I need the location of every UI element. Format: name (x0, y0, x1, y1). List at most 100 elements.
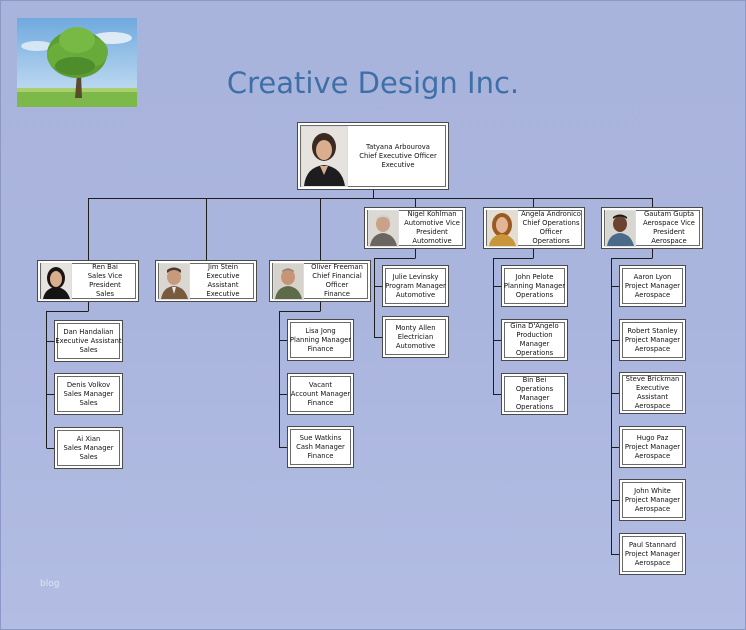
org-node-gina-dangelo[interactable]: Gina D'Angelo Production Manager Operati… (501, 319, 568, 361)
person-photo (368, 209, 399, 247)
org-node-oliver-freeman[interactable]: Oliver Freeman Chief Financial Officer F… (269, 260, 371, 302)
person-name: Monty Allen (395, 323, 436, 332)
org-node-robert-stanley[interactable]: Robert Stanley Project Manager Aerospace (619, 319, 686, 361)
person-name: Lisa Jong (305, 326, 336, 335)
person-dept: Sales (79, 345, 98, 354)
person-role: Planning Manager (289, 335, 352, 344)
person-role: Project Manager (624, 442, 681, 451)
org-node-john-pelote[interactable]: John Pelote Planning Manager Operations (501, 265, 568, 307)
person-photo (301, 125, 348, 187)
person-photo (41, 262, 72, 300)
person-name: Gina D'Angelo (510, 322, 559, 330)
person-dept: Aerospace (634, 344, 671, 353)
person-name: Oliver Freeman (311, 263, 363, 271)
person-photo (605, 209, 636, 247)
org-node-vacant[interactable]: Vacant Account Manager Finance (287, 373, 354, 415)
org-node-aaron-lyon[interactable]: Aaron Lyon Project Manager Aerospace (619, 265, 686, 307)
person-role: Electrician (397, 332, 434, 341)
person-role: Sales Manager (63, 389, 114, 398)
person-dept: Aerospace (634, 504, 671, 513)
person-role: Project Manager (624, 281, 681, 290)
person-name: Hugo Paz (636, 433, 669, 442)
org-node-bin-bei[interactable]: Bin Bei Operations Manager Operations (501, 373, 568, 415)
person-dept: Aerospace (651, 237, 687, 245)
person-role: Chief Operations Officer (522, 219, 580, 236)
person-name: Dan Handalian (63, 327, 114, 336)
person-name: John Pelote (515, 272, 554, 281)
person-name: Jim Stein (207, 263, 239, 271)
person-role: Planning Manager (503, 281, 566, 290)
person-dept: Finance (307, 344, 334, 353)
person-name: Angela Andronico (521, 210, 581, 218)
org-node-julie-levinsky[interactable]: Julie Levinsky Program Manager Automotiv… (382, 265, 449, 307)
person-photo (487, 209, 518, 247)
person-name: Aaron Lyon (633, 272, 672, 281)
tree-logo-image (17, 18, 137, 107)
org-node-monty-allen[interactable]: Monty Allen Electrician Automotive (382, 316, 449, 358)
org-node-paul-stannard[interactable]: Paul Stannard Project Manager Aerospace (619, 533, 686, 575)
person-role: Executive Assistant (55, 336, 122, 345)
person-role: Executive Assistant (206, 272, 240, 289)
person-role: Chief Financial Officer (312, 272, 362, 289)
org-node-angela-andronico[interactable]: Angela Andronico Chief Operations Office… (483, 207, 585, 249)
person-dept: Executive (381, 160, 415, 169)
person-name: Paul Stannard (628, 540, 677, 549)
org-node-gautam-gupta[interactable]: Gautam Gupta Aerospace Vice President Ae… (601, 207, 703, 249)
person-name: John White (634, 486, 671, 495)
org-node-lisa-jong[interactable]: Lisa Jong Planning Manager Finance (287, 319, 354, 361)
org-node-nigel-kohlman[interactable]: Nigel Kohlman Automotive Vice President … (364, 207, 466, 249)
person-dept: Operations (515, 403, 554, 411)
person-dept: Sales (95, 290, 115, 298)
person-role: Operations Manager (515, 385, 554, 402)
person-photo (273, 262, 304, 300)
person-role: Cash Manager (296, 442, 345, 451)
org-node-hugo-paz[interactable]: Hugo Paz Project Manager Aerospace (619, 426, 686, 468)
org-node-steve-brickman[interactable]: Steve Brickman Executive Assistant Aeros… (619, 372, 686, 414)
org-node-jim-stein[interactable]: Jim Stein Executive Assistant Executive (155, 260, 257, 302)
person-name: Bin Bei (522, 376, 547, 384)
person-role: Production Manager (516, 331, 553, 348)
org-node-denis-volkov[interactable]: Denis Volkov Sales Manager Sales (54, 373, 123, 415)
person-name: Gautam Gupta (643, 210, 695, 218)
org-node-ren-bai[interactable]: Ren Bai Sales Vice President Sales (37, 260, 139, 302)
person-name: Denis Volkov (66, 380, 111, 389)
person-name: Steve Brickman (625, 375, 680, 383)
org-node-ceo[interactable]: Tatyana Arbourova Chief Executive Office… (297, 122, 449, 190)
person-role: Sales Vice President (87, 272, 123, 289)
person-role: Automotive Vice President (404, 219, 460, 236)
person-dept: Operations (532, 237, 570, 245)
person-dept: Automotive (412, 237, 452, 245)
person-role: Project Manager (624, 495, 681, 504)
org-node-dan-handalian[interactable]: Dan Handalian Executive Assistant Sales (54, 320, 123, 362)
person-role: Project Manager (624, 335, 681, 344)
page-title: Creative Design Inc. (226, 66, 520, 100)
person-dept: Sales (79, 398, 98, 407)
person-name: Tatyana Arbourova (366, 142, 430, 151)
person-name: Julie Levinsky (392, 272, 439, 281)
person-dept: Executive (206, 290, 240, 298)
person-name: Vacant (308, 380, 333, 389)
person-dept: Automotive (395, 290, 436, 299)
person-name: Ren Bai (92, 263, 118, 271)
person-name: Nigel Kohlman (407, 210, 457, 218)
person-dept: Sales (79, 452, 98, 461)
person-dept: Aerospace (634, 290, 671, 299)
person-role: Sales Manager (63, 443, 114, 452)
person-role: Program Manager (385, 281, 446, 290)
org-node-ai-xian[interactable]: Ai Xian Sales Manager Sales (54, 427, 123, 469)
footer-watermark: blog (40, 579, 60, 589)
org-node-john-white[interactable]: John White Project Manager Aerospace (619, 479, 686, 521)
org-node-sue-watkins[interactable]: Sue Watkins Cash Manager Finance (287, 426, 354, 468)
person-role: Project Manager (624, 549, 681, 558)
person-name: Sue Watkins (299, 433, 342, 442)
person-dept: Finance (307, 451, 334, 460)
person-dept: Finance (307, 398, 334, 407)
person-name: Ai Xian (76, 434, 101, 443)
person-dept: Operations (515, 290, 554, 299)
person-name: Robert Stanley (627, 326, 678, 335)
person-dept: Finance (323, 290, 350, 298)
person-role: Executive Assistant (635, 384, 670, 401)
person-dept: Aerospace (634, 558, 671, 567)
person-dept: Operations (515, 349, 554, 357)
